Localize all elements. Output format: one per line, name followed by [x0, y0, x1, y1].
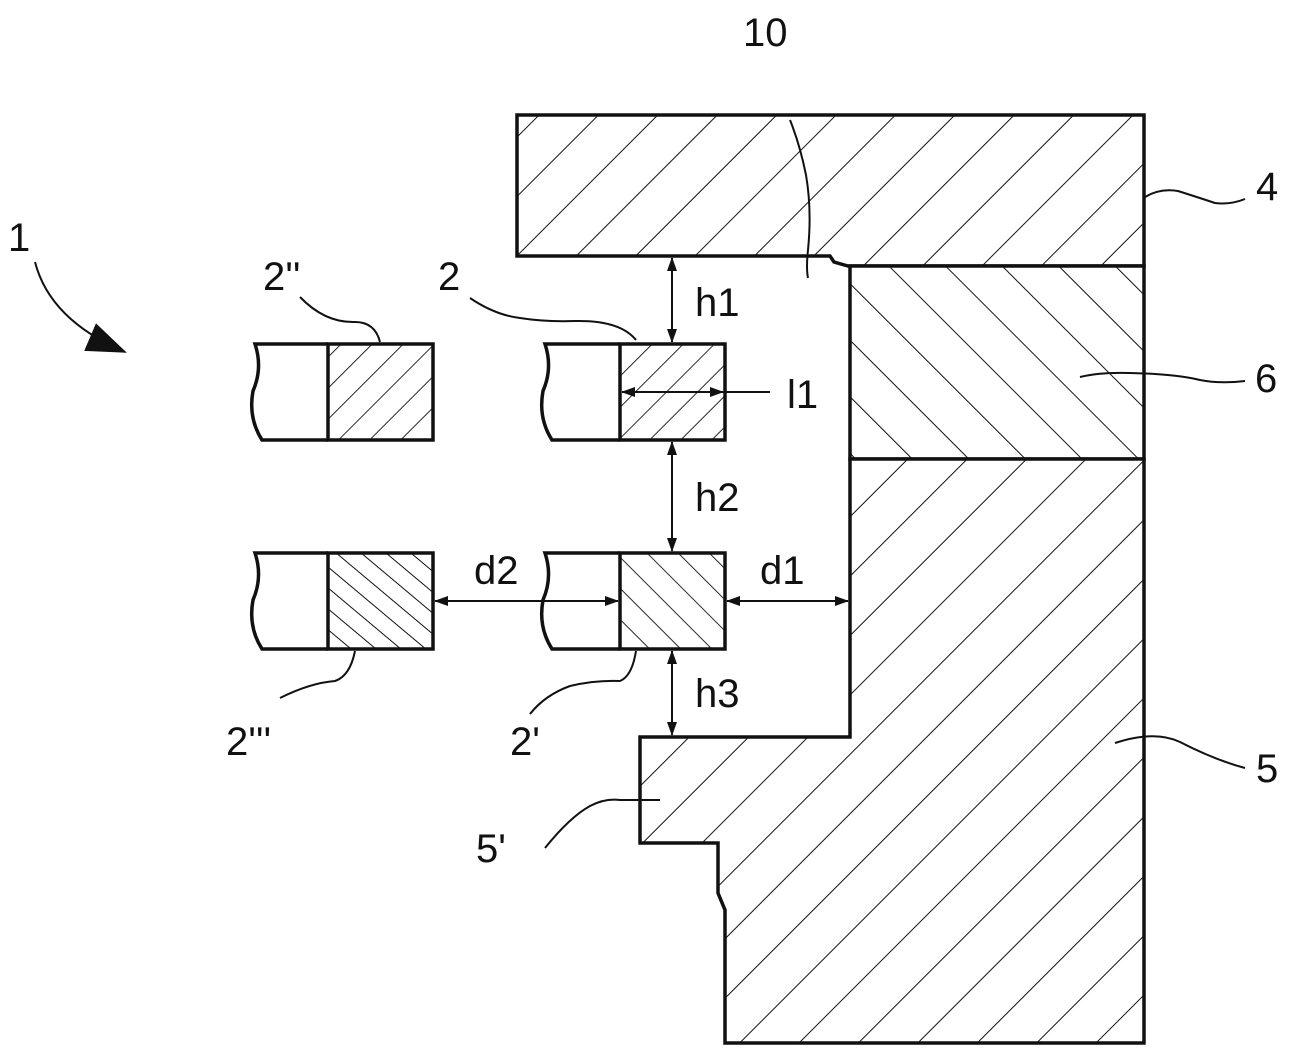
label-h2: h2: [695, 476, 740, 520]
label-d2: d2: [474, 549, 519, 593]
label-conductor-2-prime: 2': [510, 720, 540, 764]
part-6-middle-block: [850, 266, 1144, 459]
label-assembly-1: 1: [8, 216, 30, 260]
label-l1: l1: [787, 373, 818, 417]
conductor-2-lower-left: [252, 553, 433, 649]
assembly-pointer-arrow: [35, 262, 125, 352]
label-conductor-2-double-prime: 2'': [263, 255, 301, 299]
part-5-bottom-body: [640, 459, 1144, 1043]
leader-line-2-triple-prime: [280, 651, 355, 698]
label-h3: h3: [695, 672, 740, 716]
label-d1: d1: [760, 549, 805, 593]
label-part-5: 5: [1256, 747, 1278, 791]
leader-line-2: [470, 298, 636, 340]
label-part-5-prime: 5': [476, 827, 506, 871]
label-part-4: 4: [1256, 165, 1278, 209]
leader-line-2-double-prime: [300, 297, 380, 342]
leader-line-4: [1145, 190, 1245, 203]
conductor-2-upper-left: [252, 344, 433, 440]
label-part-6: 6: [1255, 357, 1277, 401]
label-h1: h1: [695, 281, 740, 325]
part-4-top-plate: [517, 115, 1144, 266]
leader-line-2-prime: [530, 651, 636, 714]
label-gap-10: 10: [743, 11, 788, 55]
label-conductor-2-triple-prime: 2''': [226, 720, 271, 764]
label-conductor-2: 2: [438, 255, 460, 299]
